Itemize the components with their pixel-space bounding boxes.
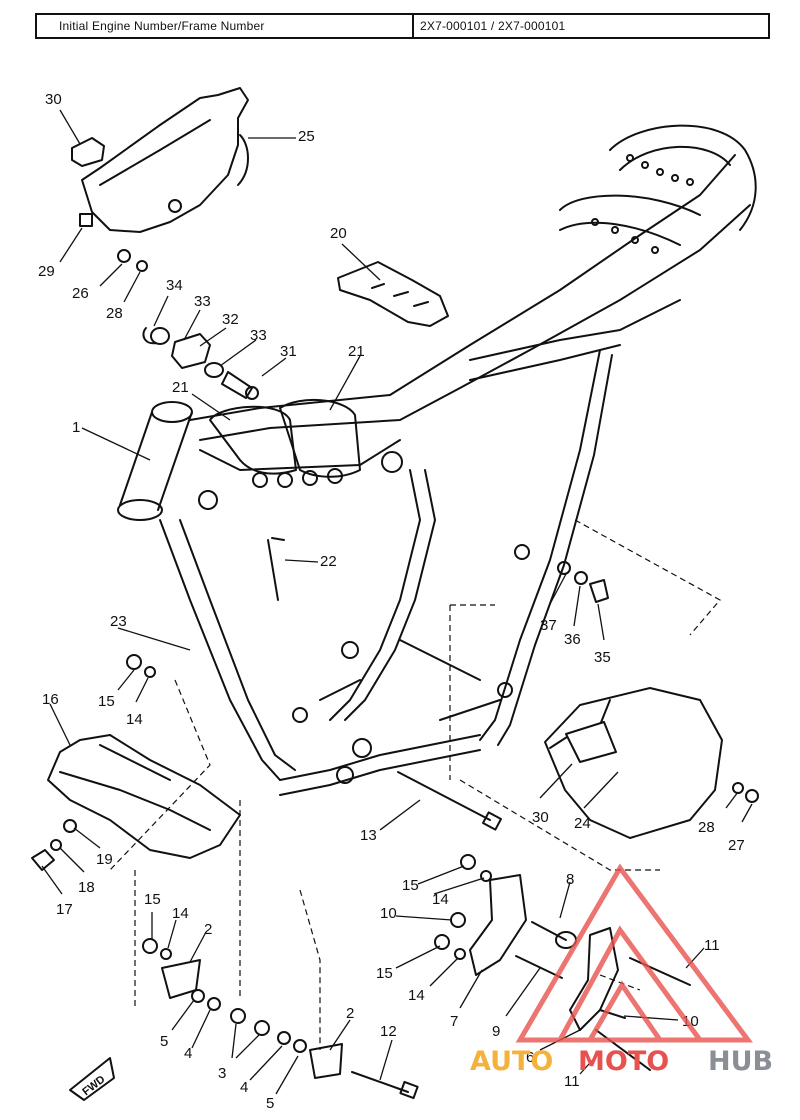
bracket-6 <box>569 927 619 1031</box>
callout-32: 32 <box>222 311 239 328</box>
callout-21: 21 <box>348 343 365 360</box>
callout-4: 4 <box>184 1045 192 1062</box>
callout-33: 33 <box>194 293 211 310</box>
engine-guard-16 <box>47 734 241 859</box>
callout-5: 5 <box>160 1033 168 1050</box>
callout-26: 26 <box>72 285 89 302</box>
washer-19 <box>63 819 77 833</box>
washer-28 <box>136 260 148 272</box>
engine-mount-stack <box>142 327 259 400</box>
callout-23: 23 <box>110 613 127 630</box>
screw-26 <box>117 249 131 263</box>
callout-24: 24 <box>574 815 591 832</box>
frame-number-header: Initial Engine Number/Frame Number 2X7-0… <box>35 13 770 39</box>
plate-20 <box>337 261 449 327</box>
callout-25: 25 <box>298 128 315 145</box>
callout-1: 1 <box>72 419 80 436</box>
callout-20: 20 <box>330 225 347 242</box>
callout-14: 14 <box>432 891 449 908</box>
callout-3: 3 <box>218 1065 226 1082</box>
header-label: Initial Engine Number/Frame Number <box>37 15 414 37</box>
callout-5: 5 <box>266 1095 274 1112</box>
cover-24 <box>544 687 723 839</box>
callout-2: 2 <box>204 921 212 938</box>
cable-band-22 <box>267 537 285 601</box>
callout-31: 31 <box>280 343 297 360</box>
callout-6: 6 <box>526 1049 534 1066</box>
callout-37: 37 <box>540 617 557 634</box>
callout-8: 8 <box>566 871 574 888</box>
collar-8 <box>531 921 567 941</box>
callout-33: 33 <box>250 327 267 344</box>
damper-29 <box>79 213 93 227</box>
grommet-30 <box>71 137 105 167</box>
callout-29: 29 <box>38 263 55 280</box>
callout-36: 36 <box>564 631 581 648</box>
callout-2: 2 <box>346 1005 354 1022</box>
callout-13: 13 <box>360 827 377 844</box>
callout-28: 28 <box>106 305 123 322</box>
callout-labels: 3025292628343332333120212112223151416191… <box>38 91 745 1112</box>
callout-35: 35 <box>594 649 611 666</box>
callout-22: 22 <box>320 553 337 570</box>
callout-10: 10 <box>380 905 397 922</box>
callout-15: 15 <box>376 965 393 982</box>
callout-11: 11 <box>704 937 720 954</box>
bolt-17 <box>31 849 55 871</box>
tank-strap-21b <box>279 398 361 478</box>
callout-4: 4 <box>240 1079 248 1096</box>
callout-21: 21 <box>172 379 189 396</box>
washer-18 <box>50 839 62 851</box>
callout-19: 19 <box>96 851 113 868</box>
callout-28: 28 <box>698 819 715 836</box>
callout-9: 9 <box>492 1023 500 1040</box>
callout-14: 14 <box>408 987 425 1004</box>
fwd-label: FWD <box>80 1073 107 1098</box>
callout-17: 17 <box>56 901 73 918</box>
callout-30: 30 <box>532 809 549 826</box>
grommet-30b <box>565 721 617 763</box>
bolt-12 <box>351 1071 409 1093</box>
main-frame-1 <box>117 124 757 796</box>
bolt-9 <box>515 955 563 979</box>
callout-15: 15 <box>402 877 419 894</box>
tank-strap-21a <box>209 405 297 475</box>
bracket-2b <box>309 1043 343 1079</box>
watermark-auto: AUTO <box>470 1046 553 1077</box>
washer-36 <box>574 571 588 585</box>
nut-15a <box>126 654 142 670</box>
callout-27: 27 <box>728 837 745 854</box>
callout-14: 14 <box>126 711 143 728</box>
washer-28b <box>732 782 744 794</box>
bracket-7 <box>469 874 527 976</box>
callout-12: 12 <box>380 1023 397 1040</box>
callout-15: 15 <box>144 891 161 908</box>
washer-37 <box>557 561 571 575</box>
washer-14a <box>144 666 156 678</box>
callout-16: 16 <box>42 691 59 708</box>
bolt-35 <box>589 579 609 603</box>
callout-14: 14 <box>172 905 189 922</box>
callout-30: 30 <box>45 91 62 108</box>
callout-18: 18 <box>78 879 95 896</box>
bolt-11a <box>629 957 691 986</box>
callout-15: 15 <box>98 693 115 710</box>
callout-34: 34 <box>166 277 183 294</box>
watermark-moto: MOTO <box>578 1046 669 1077</box>
side-cover-25 <box>81 87 249 233</box>
bolt-11b <box>595 1029 651 1071</box>
automotohub-watermark: AUTO MOTO HUB <box>470 863 773 1077</box>
callout-7: 7 <box>450 1013 458 1030</box>
watermark-hub: HUB <box>708 1046 773 1077</box>
screw-27 <box>745 789 759 803</box>
fwd-arrow <box>69 1057 115 1101</box>
header-value: 2X7-000101 / 2X7-000101 <box>420 19 566 33</box>
callout-11: 11 <box>564 1073 580 1090</box>
bolt-13 <box>397 771 491 821</box>
watermark-triangle-icon <box>515 863 753 1043</box>
